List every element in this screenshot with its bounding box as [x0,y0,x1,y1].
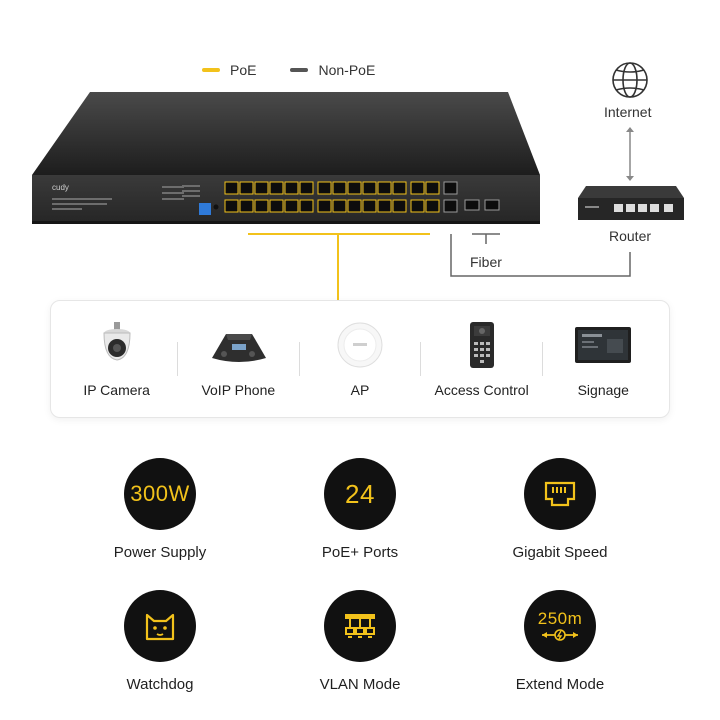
extend-value: 250m [537,609,583,628]
separator [176,342,178,376]
feature-power-supply: 300W Power Supply [60,458,260,566]
device-ap: AP [305,320,415,398]
device-label-signage: Signage [577,382,629,398]
legend: PoE Non-PoE [202,62,375,78]
feature-extend-mode: 250m Extend Mode [460,590,660,698]
signage-icon [571,320,635,370]
router-icon [578,186,684,220]
feature-label: VLAN Mode [319,676,401,693]
nonpoe-swatch [290,68,309,72]
feature-badge [124,590,196,662]
device-access-control: Access Control [427,320,537,398]
device-label-access-control: Access Control [434,382,529,398]
device-label-ap: AP [350,382,370,398]
extend-icon [542,629,578,641]
device-label-ip-camera: IP Camera [83,382,150,398]
switch-brand: cudy [52,183,69,192]
ports-value: 24 [345,478,375,509]
device-signage: Signage [548,320,658,398]
legend-nonpoe: Non-PoE [290,62,375,78]
device-voip-phone: VoIP Phone [183,320,293,398]
feature-label: PoE+ Ports [321,544,399,561]
rj45-ports [224,181,440,213]
device-ip-camera: IP Camera [62,320,172,398]
device-label-voip-phone: VoIP Phone [201,382,276,398]
access-control-icon [450,320,514,370]
router-label: Router [609,228,652,244]
feature-poe-ports: 24 PoE+ Ports [260,458,460,566]
ip-camera-icon [85,320,149,370]
dip-switch [199,203,211,215]
switch-top [32,92,540,175]
legend-nonpoe-label: Non-PoE [318,62,376,78]
reset-button [213,204,219,210]
legend-poe: PoE [202,62,256,78]
separator [298,342,300,376]
access-point-icon [328,320,392,370]
voip-phone-icon [206,320,270,370]
poe-swatch [202,68,220,72]
internet-label: Internet [604,104,652,120]
feature-label: Power Supply [113,544,207,561]
feature-badge [324,590,396,662]
feature-label: Extend Mode [515,676,605,693]
legend-poe-label: PoE [230,62,257,78]
feature-badge: 300W [124,458,196,530]
separator [541,342,543,376]
ethernet-port-icon [544,481,576,507]
separator [420,342,422,376]
cat-face-icon [145,613,175,641]
poe-connection [248,233,430,300]
nonpoe-connections [450,128,631,277]
feature-badge: 24 [324,458,396,530]
feature-watchdog: Watchdog [60,590,260,698]
fiber-label: Fiber [470,254,502,270]
feature-badge: 250m [524,590,596,662]
sfp-ports [464,199,500,211]
uplink-ports [443,181,458,213]
feature-label: Watchdog [126,676,194,693]
power-value: 300W [130,481,190,506]
features-grid: 300W Power Supply 24 PoE+ Ports Gigabit … [60,458,660,698]
feature-gigabit-speed: Gigabit Speed [460,458,660,566]
globe-icon [612,62,648,98]
vlan-icon [345,614,375,638]
feature-badge [524,458,596,530]
feature-vlan-mode: VLAN Mode [260,590,460,698]
feature-label: Gigabit Speed [512,544,608,561]
diagram-svg: cudy [32,62,684,300]
network-diagram: cudy [0,0,720,300]
device-panel: IP Camera VoIP Phone AP [50,300,670,418]
poe-switch: cudy [32,92,540,224]
